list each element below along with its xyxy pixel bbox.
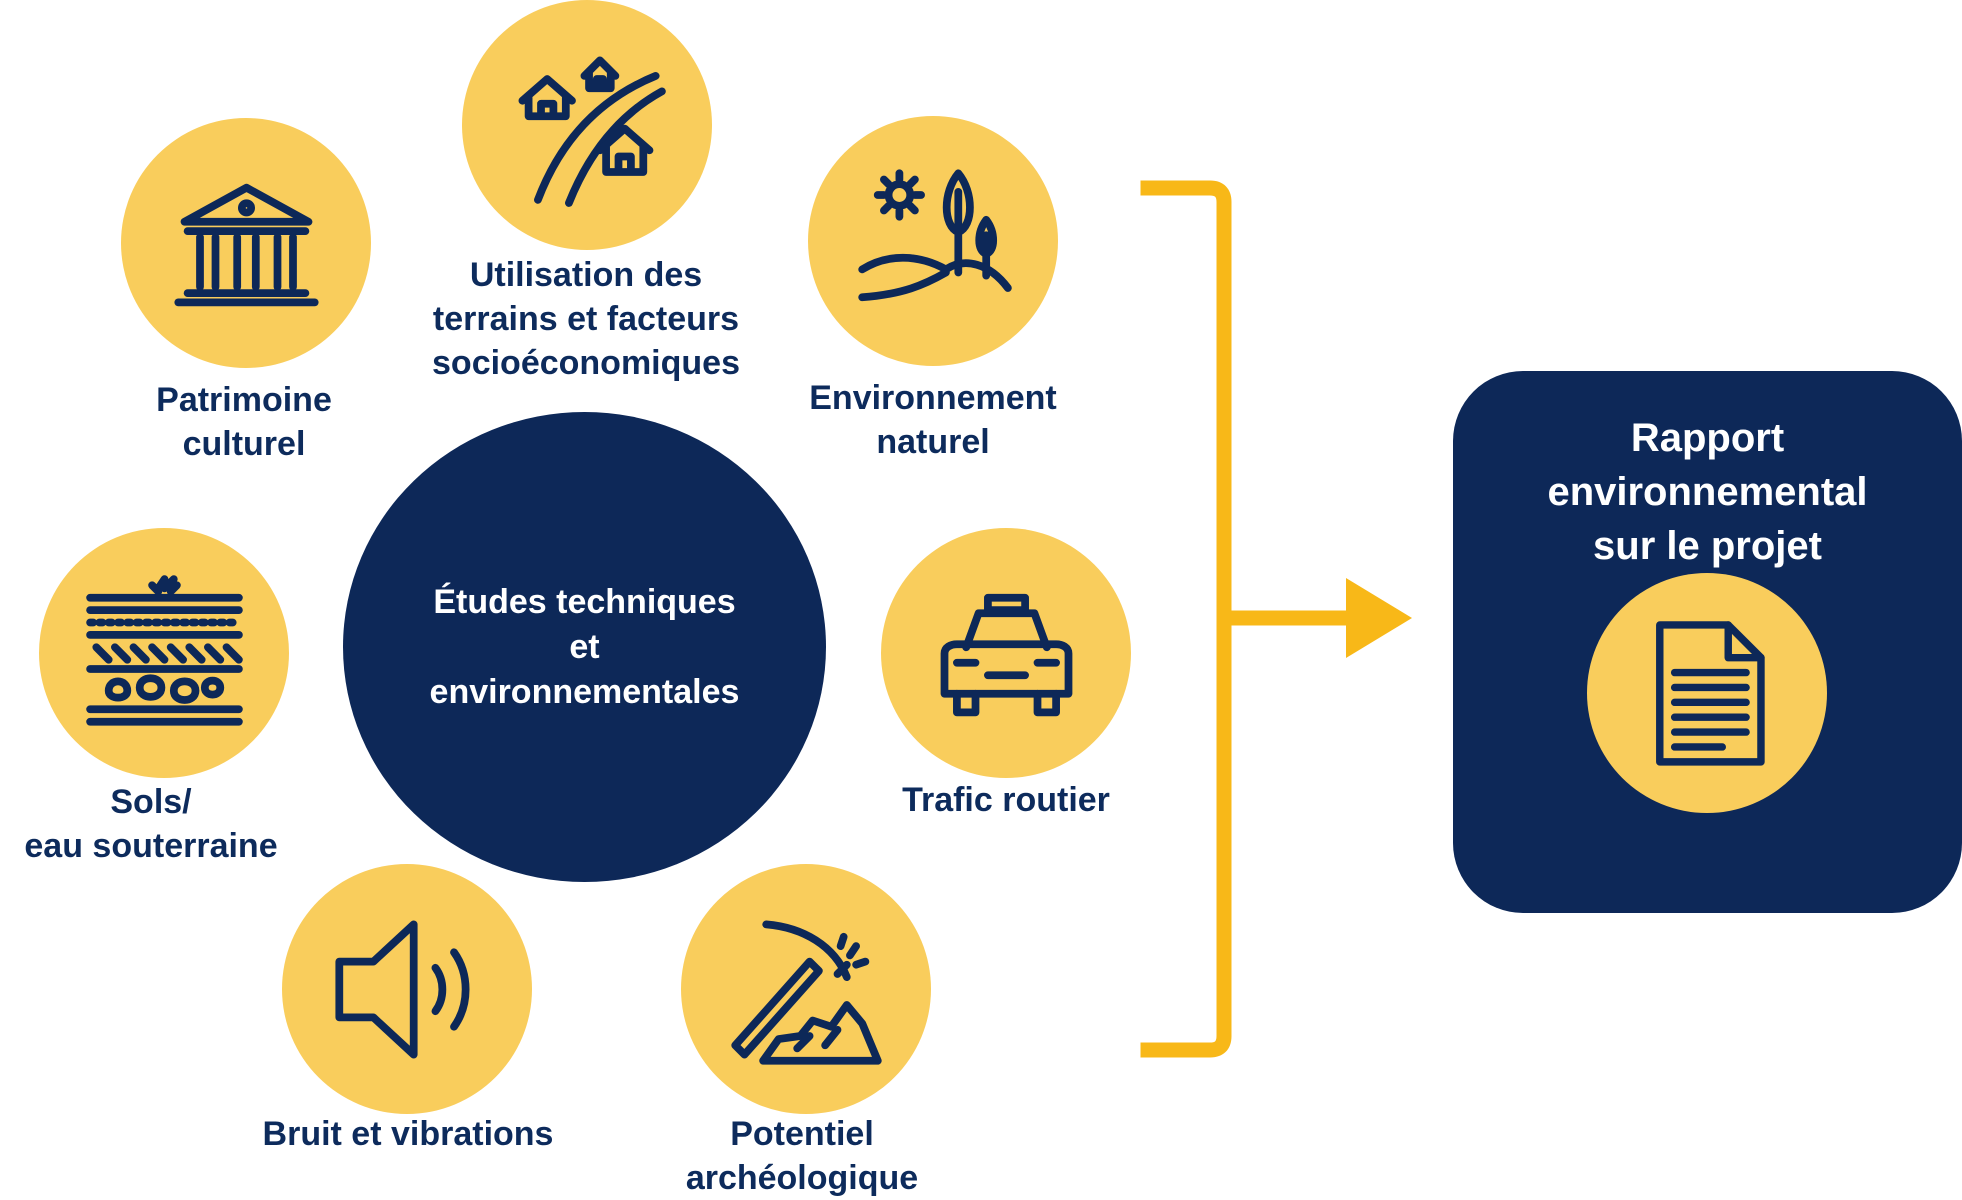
topic-label-cultural-heritage: Patrimoine culturel xyxy=(156,381,332,463)
topic-label-archaeological-potential: Potentiel archéologique xyxy=(685,1115,919,1197)
topic-label-natural-environment: Environnement naturel xyxy=(809,379,1057,461)
soil-layers-icon xyxy=(85,574,243,726)
topic-noise-vibrations xyxy=(282,864,532,1114)
result-box: Rapport environnemental sur le projet xyxy=(1453,371,1962,913)
speaker-icon xyxy=(334,920,469,1058)
topic-land-use xyxy=(462,0,712,250)
houses-road-icon xyxy=(518,56,666,207)
topic-label-road-traffic: Trafic routier xyxy=(902,781,1110,819)
document-icon xyxy=(1655,620,1765,766)
topic-natural-environment xyxy=(808,116,1058,366)
topic-archaeological-potential xyxy=(681,864,931,1114)
pickaxe-icon xyxy=(730,920,882,1065)
museum-icon xyxy=(173,183,319,306)
topic-label-soil-groundwater: Sols/ eau souterraine xyxy=(24,783,278,865)
center-circle: Études techniques et environnementales xyxy=(343,412,826,882)
result-circle xyxy=(1587,573,1827,813)
bracket-arrow xyxy=(1140,180,1412,1058)
landscape-icon xyxy=(857,168,1012,301)
topic-label-noise-vibrations: Bruit et vibrations xyxy=(262,1115,554,1153)
topic-road-traffic xyxy=(881,528,1131,778)
topic-cultural-heritage xyxy=(121,118,371,368)
center-label: Études techniques et environnementales xyxy=(429,582,740,711)
car-icon xyxy=(940,593,1072,716)
result-label: Rapport environnemental sur le projet xyxy=(1547,416,1868,568)
topic-soil-groundwater xyxy=(39,528,289,778)
topic-label-land-use: Utilisation des terrains et facteurs soc… xyxy=(432,256,740,382)
